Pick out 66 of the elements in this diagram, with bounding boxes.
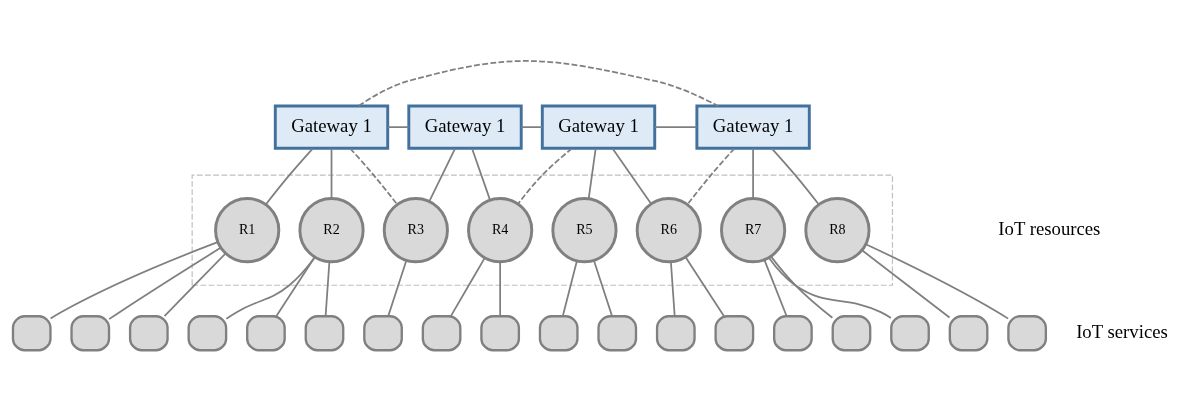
node-box [187, 315, 228, 352]
connector [611, 147, 652, 205]
node-circle: R8 [804, 197, 871, 264]
connector [768, 256, 892, 319]
node-box [773, 315, 813, 352]
node-box [890, 315, 930, 352]
connector [520, 126, 543, 128]
connector [686, 147, 736, 205]
node-circle: R1 [214, 197, 281, 264]
node-box: Gateway 1 [273, 104, 390, 150]
label: IoT resources [998, 217, 1101, 239]
connector [265, 147, 314, 205]
connector [225, 256, 316, 320]
connector [499, 261, 501, 317]
connector [471, 147, 491, 201]
connector [684, 256, 725, 317]
connector [357, 60, 719, 107]
connector [449, 256, 486, 318]
node-box [597, 315, 638, 352]
node-circle: R2 [298, 197, 365, 264]
node-box [421, 315, 462, 352]
node-box [714, 315, 755, 352]
connector [670, 261, 676, 317]
node-box [70, 315, 111, 352]
connector [324, 261, 331, 317]
node-box [538, 315, 579, 352]
connector [49, 241, 219, 320]
connector [752, 147, 754, 200]
connector [763, 259, 788, 317]
node-box [363, 315, 403, 352]
connector [593, 259, 613, 317]
connector [770, 255, 834, 319]
node-box [246, 315, 286, 352]
cluster [191, 174, 894, 286]
node-box: Gateway 1 [540, 104, 657, 150]
connector [330, 147, 333, 200]
node-box [128, 315, 169, 352]
connector [861, 249, 951, 319]
connector [654, 126, 698, 128]
connector [517, 147, 573, 205]
node-box [1007, 315, 1048, 352]
connector [864, 243, 1009, 320]
connector [428, 147, 456, 203]
connector [387, 259, 408, 317]
node-box [948, 315, 989, 352]
node-box [831, 315, 872, 352]
node-circle: R3 [382, 197, 449, 264]
node-circle: R4 [467, 197, 534, 264]
connector [275, 256, 316, 317]
node-circle: R5 [551, 197, 618, 264]
node-box [11, 315, 52, 352]
connector [562, 260, 578, 317]
connector [386, 126, 410, 128]
connector [108, 246, 222, 320]
node-circle: R7 [720, 197, 787, 264]
connector [163, 252, 227, 317]
node-circle: R6 [635, 197, 702, 264]
node-box [480, 315, 521, 352]
connector [771, 147, 820, 205]
connector [587, 147, 597, 200]
connector [349, 147, 398, 205]
label: IoT services [1076, 320, 1168, 342]
node-box: Gateway 1 [695, 104, 811, 150]
node-box: Gateway 1 [407, 104, 523, 150]
node-box [655, 315, 696, 352]
node-box [304, 315, 345, 352]
